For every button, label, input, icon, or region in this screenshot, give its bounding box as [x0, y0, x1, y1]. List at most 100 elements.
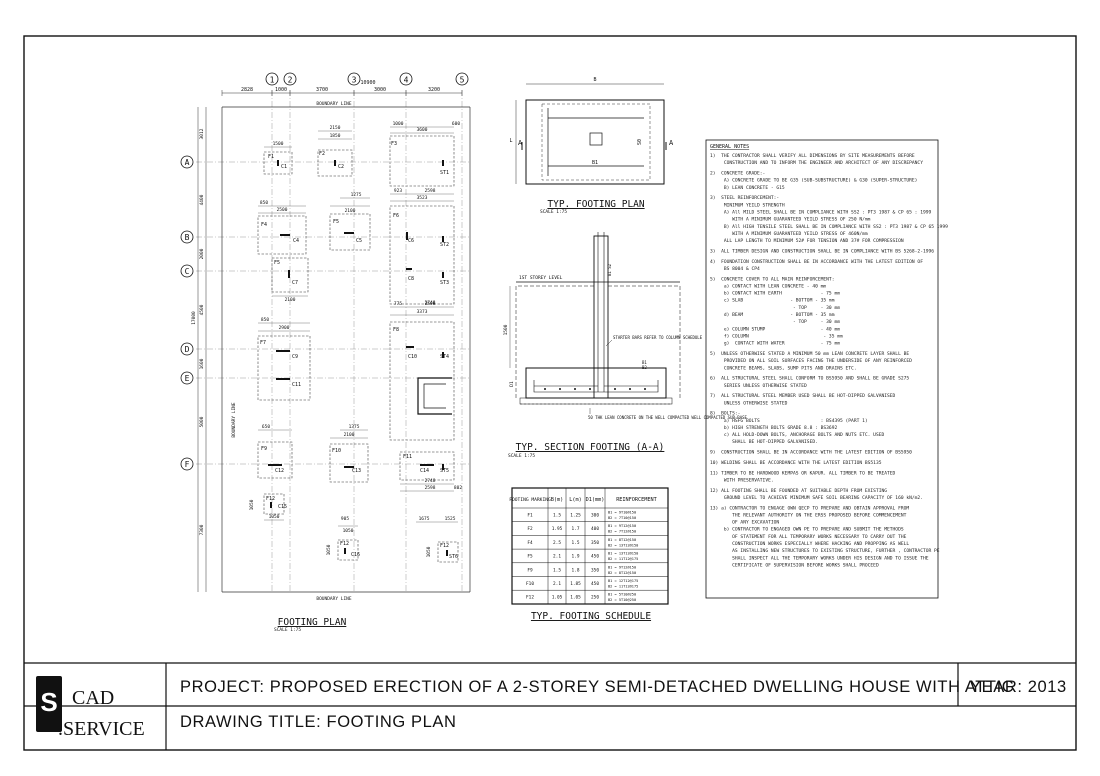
typ-dim-b1: B1: [592, 160, 598, 166]
top-dim-3: 3700: [316, 87, 328, 93]
schedule-cell: 350: [591, 567, 599, 573]
note-line: CERTIFICATE OF SUPERVISION BEFORE WORKS …: [710, 562, 879, 568]
svg-text:1675: 1675: [419, 516, 430, 522]
pad-f4: [257, 215, 307, 255]
pad-f12c: [437, 541, 459, 563]
note-line: SHALL BE HOT-DIPPED GALVANISED.: [710, 439, 818, 445]
plan-dimensions: [258, 126, 458, 527]
svg-text:2100: 2100: [285, 297, 296, 303]
col-c12: C12: [275, 468, 284, 474]
schedule-cell: 1.5: [553, 567, 561, 573]
left-dim-4: 4500: [199, 304, 205, 315]
col-c1: C1: [281, 164, 287, 170]
schedule-cell: 1.9: [572, 554, 580, 560]
note-line: BS 8004 & CP4: [710, 266, 760, 272]
svg-text:2100: 2100: [345, 208, 356, 214]
schedule-cell: B1 = 9T12@150: [608, 524, 636, 528]
note-line: PROVIDED ON ALL SOIL SURFACES FACING THE…: [710, 358, 912, 364]
cad-service-logo: S CAD .SERVICE: [36, 676, 145, 740]
logo-line1: CAD: [72, 687, 114, 709]
col-c5: C5: [356, 238, 362, 244]
note-line: - TOP - 30 mm: [710, 319, 840, 325]
grid-col-1: 1: [270, 76, 275, 85]
footing-tags: F1 F2 F3 F4 F5 F6 F5 F7 F8 F9 F10 F11 F1…: [260, 141, 449, 549]
note-line: 12) ALL FOOTING SHALL BE FOUNDED AT SUIT…: [710, 488, 887, 494]
svg-text:2598: 2598: [425, 188, 436, 194]
note-line: 2) CONCRETE GRADE:-: [710, 171, 765, 177]
pad-f12b: [337, 539, 359, 561]
grid-col-4: 4: [404, 76, 409, 85]
schedule-cell: 1.05: [570, 595, 581, 601]
svg-text:850: 850: [261, 317, 269, 323]
svg-text:2500: 2500: [277, 207, 288, 213]
note-line: 7) ALL STRUCTURAL STEEL MEMBER USED SHAL…: [710, 393, 896, 399]
svg-text:2900: 2900: [279, 325, 290, 331]
note-line: WITH A MINIMUM GUARANTEED YEILD STRESS O…: [710, 217, 871, 223]
svg-text:3373: 3373: [417, 309, 428, 315]
svg-text:2598: 2598: [425, 485, 436, 491]
pad-f8: [389, 321, 455, 441]
left-dimension-line: [197, 107, 207, 592]
pad-f6: [389, 205, 455, 305]
left-dim-6: 5000: [199, 416, 205, 427]
schedule-cell: F10: [526, 581, 534, 587]
top-dim-5: 3200: [428, 87, 440, 93]
svg-text:2150: 2150: [330, 125, 341, 131]
grid-row-c: C: [185, 267, 190, 276]
note-line: b) CONTRACTOR TO ENGAGED OWN PE TO PREPA…: [710, 527, 904, 533]
col-c6: C6: [408, 238, 414, 244]
schedule-cell: B2 = 11T12@175: [608, 557, 638, 561]
lift-pit: [417, 377, 452, 415]
tag-f2: F2: [319, 151, 325, 157]
typical-footing-plan: B L B1 S0 A A TYP. FOOTING PLAN SCALE 1:…: [509, 77, 674, 215]
col-c7: C7: [292, 280, 298, 286]
plan-dimension-labels: 1500 2150 1850 1000 3600 600 1275 2100 9…: [249, 121, 462, 557]
project-title: PROJECT: PROPOSED ERECTION OF A 2-STOREY…: [180, 678, 1014, 696]
note-line: 13) a) CONTRACTOR TO ENGAGE OWN QECP TO …: [710, 505, 909, 511]
col-c15: C15: [278, 504, 287, 510]
svg-text:923: 923: [394, 188, 402, 194]
section-dim-d1: D1: [509, 381, 515, 387]
logo-line2: .SERVICE: [58, 718, 145, 740]
svg-text:650: 650: [262, 424, 270, 430]
general-notes: GENERAL NOTES 1) THE CONTRACTOR SHALL VE…: [705, 139, 948, 599]
pad-f12a: [263, 493, 285, 515]
col-c13: C13: [352, 468, 361, 474]
top-dim-2: 1000: [275, 87, 287, 93]
schedule-cell: B2 = 7T10@150: [608, 516, 636, 520]
tag-f10: F10: [332, 448, 341, 454]
col-st2: ST2: [440, 242, 449, 248]
tag-f12a: F12: [266, 496, 275, 502]
top-dim-1: 2828: [241, 87, 253, 93]
note-line: WITH A MINIMUM GUARANTEED YEILD STRESS O…: [710, 231, 868, 237]
schedule-header: FOOTING MARKING: [509, 497, 551, 503]
col-st1: ST1: [440, 170, 449, 176]
grid-row-b: B: [185, 233, 190, 242]
left-dim-3: 2000: [199, 248, 205, 259]
note-line: SHALL INSPECT ALL THE TEMPORARY WORKS UN…: [710, 555, 929, 561]
note-line: 5) CONCRETE COVER TO ALL MAIN REINFORCEM…: [710, 276, 834, 282]
note-line: a) CONTACT WITH LEAN CONCRETE - 40 mm: [710, 283, 826, 289]
note-line: CONSTRUCTION WORKS ESPECIALLY WHERE HACK…: [710, 541, 909, 547]
typ-dim-s0: S0: [637, 139, 643, 145]
top-dim-4: 3000: [374, 87, 386, 93]
schedule-header: L(m): [569, 497, 582, 503]
note-line: OF ANY EXCAVATION: [710, 520, 779, 526]
title-block: S CAD .SERVICE PROJECT: PROPOSED ERECTIO…: [24, 662, 1076, 750]
col-c14: C14: [420, 468, 429, 474]
svg-text:1000: 1000: [393, 121, 404, 127]
note-line: B) All HIGH TENSILE STEEL SHALL BE IN CO…: [710, 224, 948, 230]
schedule-cell: B2 = 8T12@150: [608, 571, 636, 575]
col-c4: C4: [293, 238, 299, 244]
schedule-cell: F5: [527, 554, 533, 560]
col-st5: ST5: [440, 468, 449, 474]
schedule-cell: 1.8: [572, 567, 580, 573]
col-c16: C16: [351, 552, 360, 558]
schedule-cell: B2 = 7T12@150: [608, 530, 636, 534]
plan-scale: SCALE 1:75: [274, 627, 301, 633]
svg-text:2598: 2598: [425, 301, 436, 307]
section-label-starter: STARTER BARS REFER TO COLUMN SCHEDULE: [613, 335, 703, 340]
note-line: AS INSTALLING NEW STRUCTURES TO EXISTING…: [710, 548, 940, 554]
note-line: SERIES UNLESS OTHERWISE STATED: [710, 383, 807, 389]
